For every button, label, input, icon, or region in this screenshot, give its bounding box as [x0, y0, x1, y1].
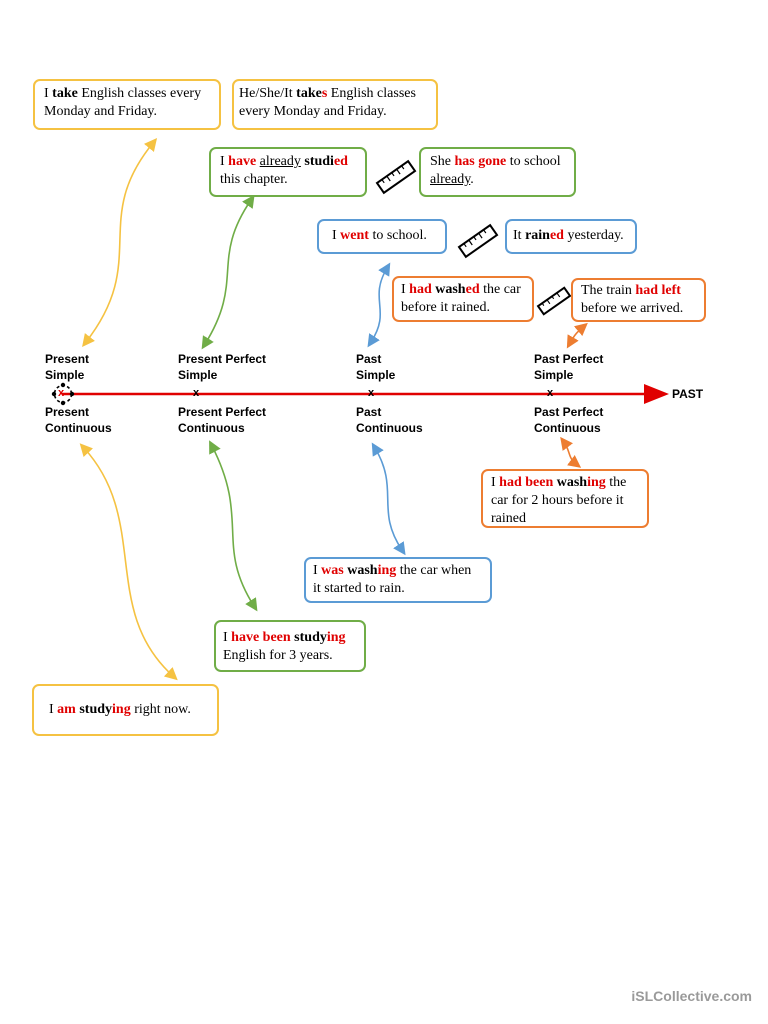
example-past-simple-i: I went to school. — [317, 219, 447, 254]
arrow-past-perfect-continuous — [560, 436, 582, 468]
arrow-present-perfect-simple — [201, 194, 255, 350]
target-icon — [51, 382, 75, 406]
example-present-simple-he: He/She/It takes English classes every Mo… — [232, 79, 438, 130]
arrow-past-simple — [367, 262, 391, 348]
example-past-perfect-i: I had washed the car before it rained. — [392, 276, 534, 322]
present-perfect-marker: x — [193, 387, 200, 399]
ruler-icon — [536, 286, 572, 316]
ruler-icon — [457, 223, 499, 259]
now-marker: x — [58, 387, 65, 399]
arrow-present-perfect-continuous — [209, 440, 258, 612]
ruler-icon — [375, 159, 417, 195]
past-perfect-marker: x — [547, 387, 554, 399]
past-label: PAST — [672, 387, 704, 401]
example-past-continuous: I was washing the car when it started to… — [304, 557, 492, 603]
past-marker: x — [368, 387, 375, 399]
example-present-perfect-she: She has gone to school already. — [419, 147, 576, 197]
arrow-past-perfect-simple — [566, 322, 588, 349]
example-present-continuous: I am studying right now. — [32, 684, 219, 736]
arrow-past-continuous — [371, 442, 406, 556]
arrow-present-continuous — [79, 443, 178, 681]
watermark-text: iSLCollective.com — [631, 988, 752, 1004]
example-present-perfect-i: I have already studied this chapter. — [209, 147, 367, 197]
example-present-simple-i: I take English classes every Monday and … — [33, 79, 221, 130]
example-present-perfect-continuous: I have been studying English for 3 years… — [214, 620, 366, 672]
arrow-present-simple — [82, 138, 158, 348]
example-past-simple-it: It rained yesterday. — [505, 219, 637, 254]
example-past-perfect-continuous: I had been washing the car for 2 hours b… — [481, 469, 649, 528]
example-past-perfect-train: The train had left before we arrived. — [571, 278, 706, 322]
